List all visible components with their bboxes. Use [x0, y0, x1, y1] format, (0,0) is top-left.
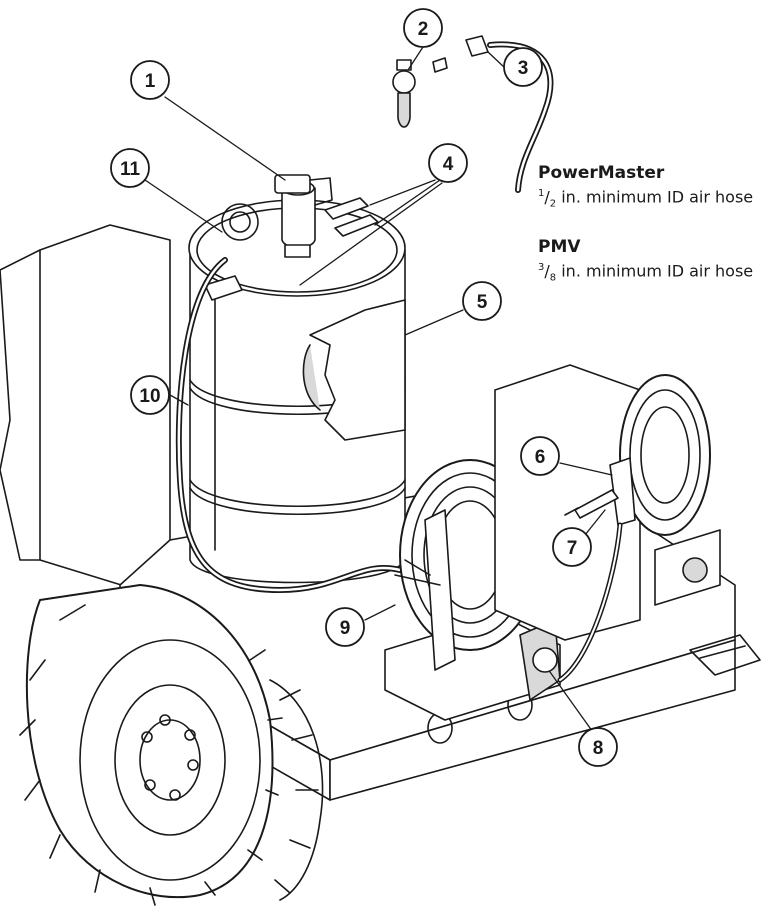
spec-name: PMV	[538, 237, 581, 257]
callouts: 1 2 3 4 5 6 7 8 9 10 11	[110, 8, 618, 767]
svg-text:11: 11	[120, 159, 141, 180]
callout-7: 7	[552, 527, 592, 567]
svg-text:7: 7	[567, 538, 578, 559]
svg-text:9: 9	[340, 618, 351, 639]
dispense-valve	[557, 457, 636, 683]
leader-lines	[144, 46, 613, 736]
svg-text:2: 2	[418, 19, 429, 40]
callout-9: 9	[325, 607, 365, 647]
callout-2: 2	[403, 8, 443, 48]
spec-pmv: PMV 3/8 in. minimum ID air hose	[538, 236, 753, 289]
wheel-assembly	[19, 584, 324, 906]
filter-regulator	[392, 59, 416, 128]
fluid-hose	[175, 257, 403, 593]
spec-powermaster: PowerMaster 1/2 in. minimum ID air hose	[538, 162, 753, 215]
svg-text:10: 10	[139, 386, 160, 407]
spec-description: 3/8 in. minimum ID air hose	[538, 261, 754, 284]
callout-8: 8	[578, 727, 618, 767]
svg-text:4: 4	[443, 154, 454, 175]
callout-6: 6	[520, 436, 560, 476]
callout-10: 10	[130, 375, 170, 415]
mounting-brackets	[204, 197, 379, 551]
svg-text:8: 8	[593, 738, 604, 759]
svg-text:3: 3	[518, 58, 529, 79]
hose-reel-secondary	[494, 364, 721, 641]
callout-1: 1	[130, 60, 170, 100]
svg-text:5: 5	[477, 292, 488, 313]
callout-5: 5	[462, 281, 502, 321]
svg-text:1: 1	[145, 71, 156, 92]
spec-name: PowerMaster	[538, 163, 665, 183]
spec-description: 1/2 in. minimum ID air hose	[538, 187, 754, 210]
svg-text:6: 6	[535, 447, 546, 468]
callout-4: 4	[428, 143, 468, 183]
callout-11: 11	[110, 148, 150, 188]
callout-3: 3	[503, 47, 543, 87]
